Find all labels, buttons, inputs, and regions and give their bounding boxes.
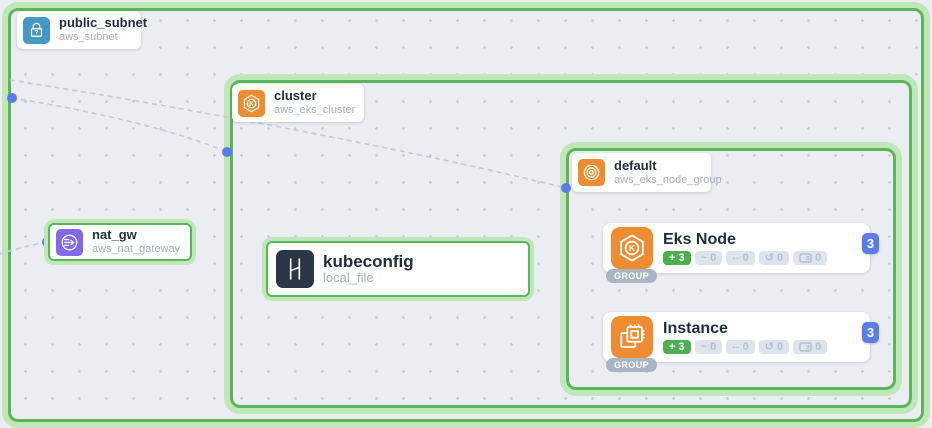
create-badge: + 3 — [663, 251, 691, 266]
drift-badge: 0 — [793, 251, 828, 266]
container-eks-cluster[interactable] — [230, 80, 912, 408]
group-pill: GROUP — [606, 269, 658, 283]
group-eks-node[interactable]: K Eks Node + 3 ~ 0 -- 0 ↺ 0 0 GROUP 3 — [603, 223, 879, 283]
node-eks-node-group[interactable]: default aws_eks_node_group — [572, 153, 722, 192]
node-title: nat_gw — [92, 227, 137, 243]
delete-badge: -- 0 — [726, 340, 755, 355]
node-type: aws_eks_cluster — [274, 104, 356, 117]
eks-node-group-icon — [578, 159, 605, 186]
instance-count-badge: 3 — [862, 233, 879, 254]
group-title: Instance — [663, 319, 728, 337]
anchor-dot — [222, 147, 232, 157]
eks-cluster-icon: K — [238, 89, 265, 117]
node-kubeconfig[interactable]: kubeconfig local_file — [266, 241, 530, 297]
ec2-instance-icon — [611, 316, 653, 358]
svg-text:K: K — [249, 100, 254, 107]
node-nat-gateway[interactable]: nat_gw aws_nat_gateway — [48, 223, 192, 261]
update-badge: ~ 0 — [694, 340, 723, 355]
delete-badge: -- 0 — [726, 251, 755, 266]
node-eks-cluster[interactable]: K cluster aws_eks_cluster — [232, 84, 364, 122]
node-type: aws_eks_node_group — [614, 173, 722, 186]
node-public-subnet[interactable]: ? public_subnet aws_subnet — [17, 11, 147, 49]
hashicorp-file-icon — [276, 250, 314, 288]
change-badges: + 3 ~ 0 -- 0 ↺ 0 0 — [663, 340, 828, 355]
nat-gateway-icon — [56, 228, 83, 256]
container-node-group[interactable] — [566, 148, 896, 390]
node-type: aws_nat_gateway — [92, 243, 181, 256]
group-instance[interactable]: Instance + 3 ~ 0 -- 0 ↺ 0 0 GROUP 3 — [603, 312, 879, 372]
replace-badge: ↺ 0 — [758, 251, 790, 266]
node-type: local_file — [323, 270, 374, 286]
anchor-dot — [561, 183, 571, 193]
svg-text:?: ? — [35, 29, 39, 36]
create-badge: + 3 — [663, 340, 691, 355]
node-title: kubeconfig — [323, 251, 414, 271]
group-title: Eks Node — [663, 230, 736, 248]
replace-badge: ↺ 0 — [758, 340, 790, 355]
instance-count-badge: 3 — [862, 322, 879, 343]
node-type: aws_subnet — [59, 31, 118, 44]
container-public-subnet[interactable] — [8, 8, 924, 422]
eks-node-icon: K — [611, 227, 653, 269]
node-title: cluster — [274, 88, 317, 104]
subnet-lock-icon: ? — [23, 16, 50, 44]
node-title: default — [614, 157, 657, 173]
change-badges: + 3 ~ 0 -- 0 ↺ 0 0 — [663, 251, 828, 266]
svg-text:K: K — [629, 243, 636, 253]
anchor-dot — [7, 93, 17, 103]
node-title: public_subnet — [59, 15, 148, 31]
drift-badge: 0 — [793, 340, 828, 355]
update-badge: ~ 0 — [694, 251, 723, 266]
drift-card-icon — [799, 342, 812, 352]
group-pill: GROUP — [606, 358, 658, 372]
drift-card-icon — [799, 253, 812, 263]
